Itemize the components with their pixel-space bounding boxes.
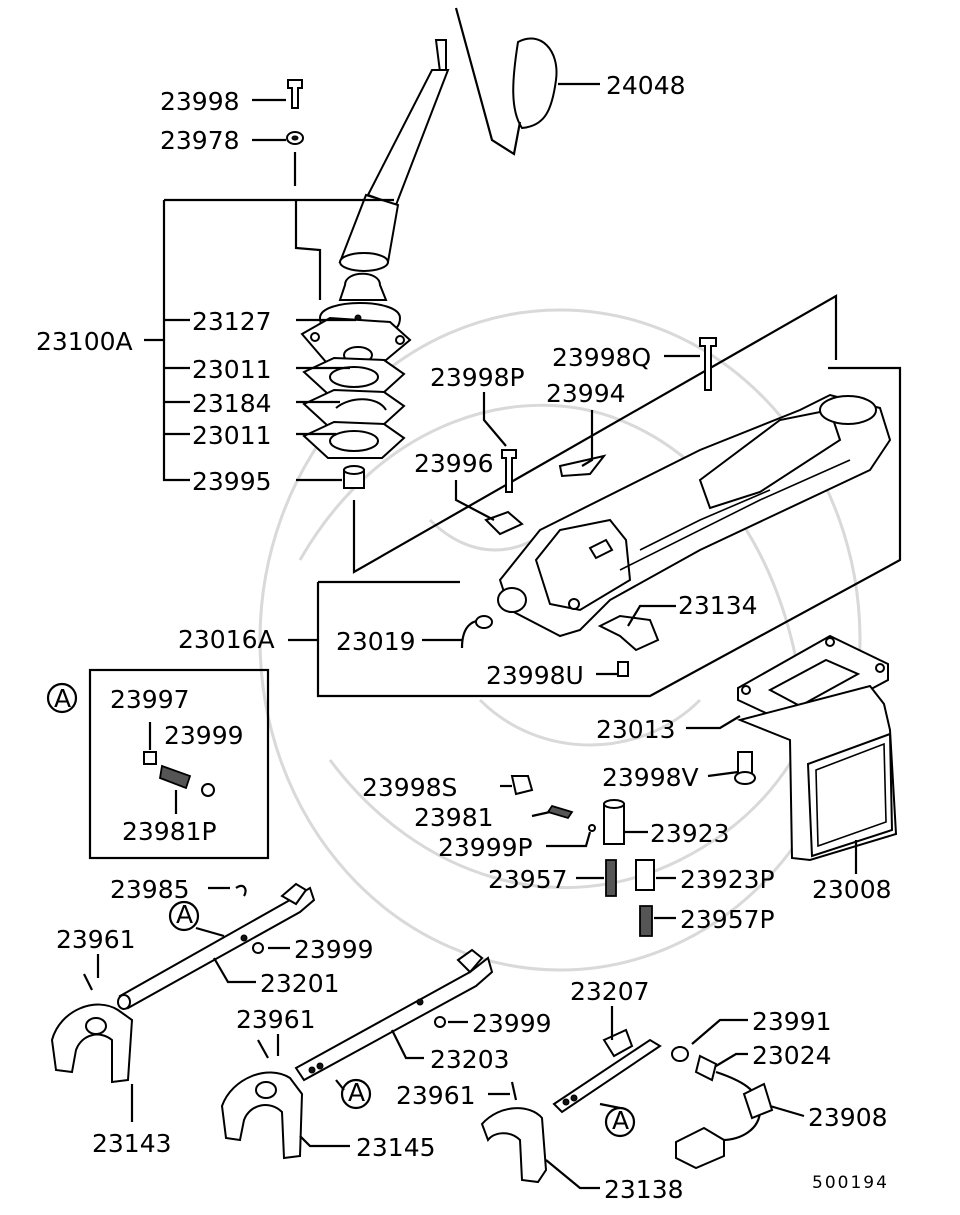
shift-lever-assembly bbox=[286, 7, 558, 489]
label-23998s: 23998S bbox=[362, 773, 457, 802]
label-23996: 23996 bbox=[414, 449, 494, 478]
shift-housing bbox=[497, 393, 892, 638]
label-23998v: 23998V bbox=[602, 763, 699, 792]
label-23184: 23184 bbox=[192, 389, 272, 418]
label-23011-b: 23011 bbox=[192, 421, 272, 450]
label-23008: 23008 bbox=[812, 875, 892, 904]
label-23998q: 23998Q bbox=[552, 343, 651, 372]
shift-rails-and-forks bbox=[50, 882, 774, 1184]
label-23961-c: 23961 bbox=[396, 1081, 476, 1110]
label-23961-b: 23961 bbox=[236, 1005, 316, 1034]
label-23016a: 23016A bbox=[178, 625, 275, 654]
label-23978: 23978 bbox=[160, 126, 240, 155]
label-23201: 23201 bbox=[260, 969, 340, 998]
detent-parts bbox=[510, 751, 756, 937]
label-23999-a: 23999 bbox=[164, 721, 244, 750]
label-23997: 23997 bbox=[110, 685, 190, 714]
label-23019: 23019 bbox=[336, 627, 416, 656]
label-23957: 23957 bbox=[488, 865, 568, 894]
label-23999p: 23999P bbox=[438, 833, 533, 862]
leader-lines bbox=[96, 82, 858, 1190]
label-23145: 23145 bbox=[356, 1133, 436, 1162]
label-24048: 24048 bbox=[606, 71, 686, 100]
part-labels: 24048 23998 23978 23100A 23127 23011 231… bbox=[36, 71, 892, 1204]
label-23985: 23985 bbox=[110, 875, 190, 904]
label-23127: 23127 bbox=[192, 307, 272, 336]
assembly-bracket bbox=[144, 152, 394, 482]
drawing-number: 500194 bbox=[812, 1173, 889, 1193]
callout-a-detail: A bbox=[54, 684, 71, 713]
label-23991: 23991 bbox=[752, 1007, 832, 1036]
cover-and-gasket bbox=[736, 634, 898, 862]
label-23961-a: 23961 bbox=[56, 925, 136, 954]
label-23923: 23923 bbox=[650, 819, 730, 848]
label-23998p: 23998P bbox=[430, 363, 525, 392]
label-23207: 23207 bbox=[570, 977, 650, 1006]
housing-bracket bbox=[316, 294, 902, 698]
label-23998: 23998 bbox=[160, 87, 240, 116]
label-23999-c: 23999 bbox=[472, 1009, 552, 1038]
label-23024: 23024 bbox=[752, 1041, 832, 1070]
label-23013: 23013 bbox=[596, 715, 676, 744]
label-23908: 23908 bbox=[808, 1103, 888, 1132]
housing-small-parts bbox=[460, 337, 717, 677]
callout-a-rail-23207: A bbox=[612, 1106, 629, 1135]
label-23994: 23994 bbox=[546, 379, 626, 408]
label-23981p: 23981P bbox=[122, 817, 217, 846]
callout-a-rail-23201: A bbox=[176, 900, 193, 929]
label-23138: 23138 bbox=[604, 1175, 684, 1204]
label-23999-b: 23999 bbox=[294, 935, 374, 964]
label-23011-a: 23011 bbox=[192, 355, 272, 384]
label-23134: 23134 bbox=[678, 591, 758, 620]
label-23995: 23995 bbox=[192, 467, 272, 496]
label-23923p: 23923P bbox=[680, 865, 775, 894]
label-23998u: 23998U bbox=[486, 661, 584, 690]
label-23143: 23143 bbox=[92, 1129, 172, 1158]
label-23100a: 23100A bbox=[36, 327, 133, 356]
detail-a-box bbox=[46, 668, 270, 860]
callout-a-rail-23203: A bbox=[348, 1078, 365, 1107]
label-23203: 23203 bbox=[430, 1045, 510, 1074]
label-23957p: 23957P bbox=[680, 905, 775, 934]
label-23981: 23981 bbox=[414, 803, 494, 832]
